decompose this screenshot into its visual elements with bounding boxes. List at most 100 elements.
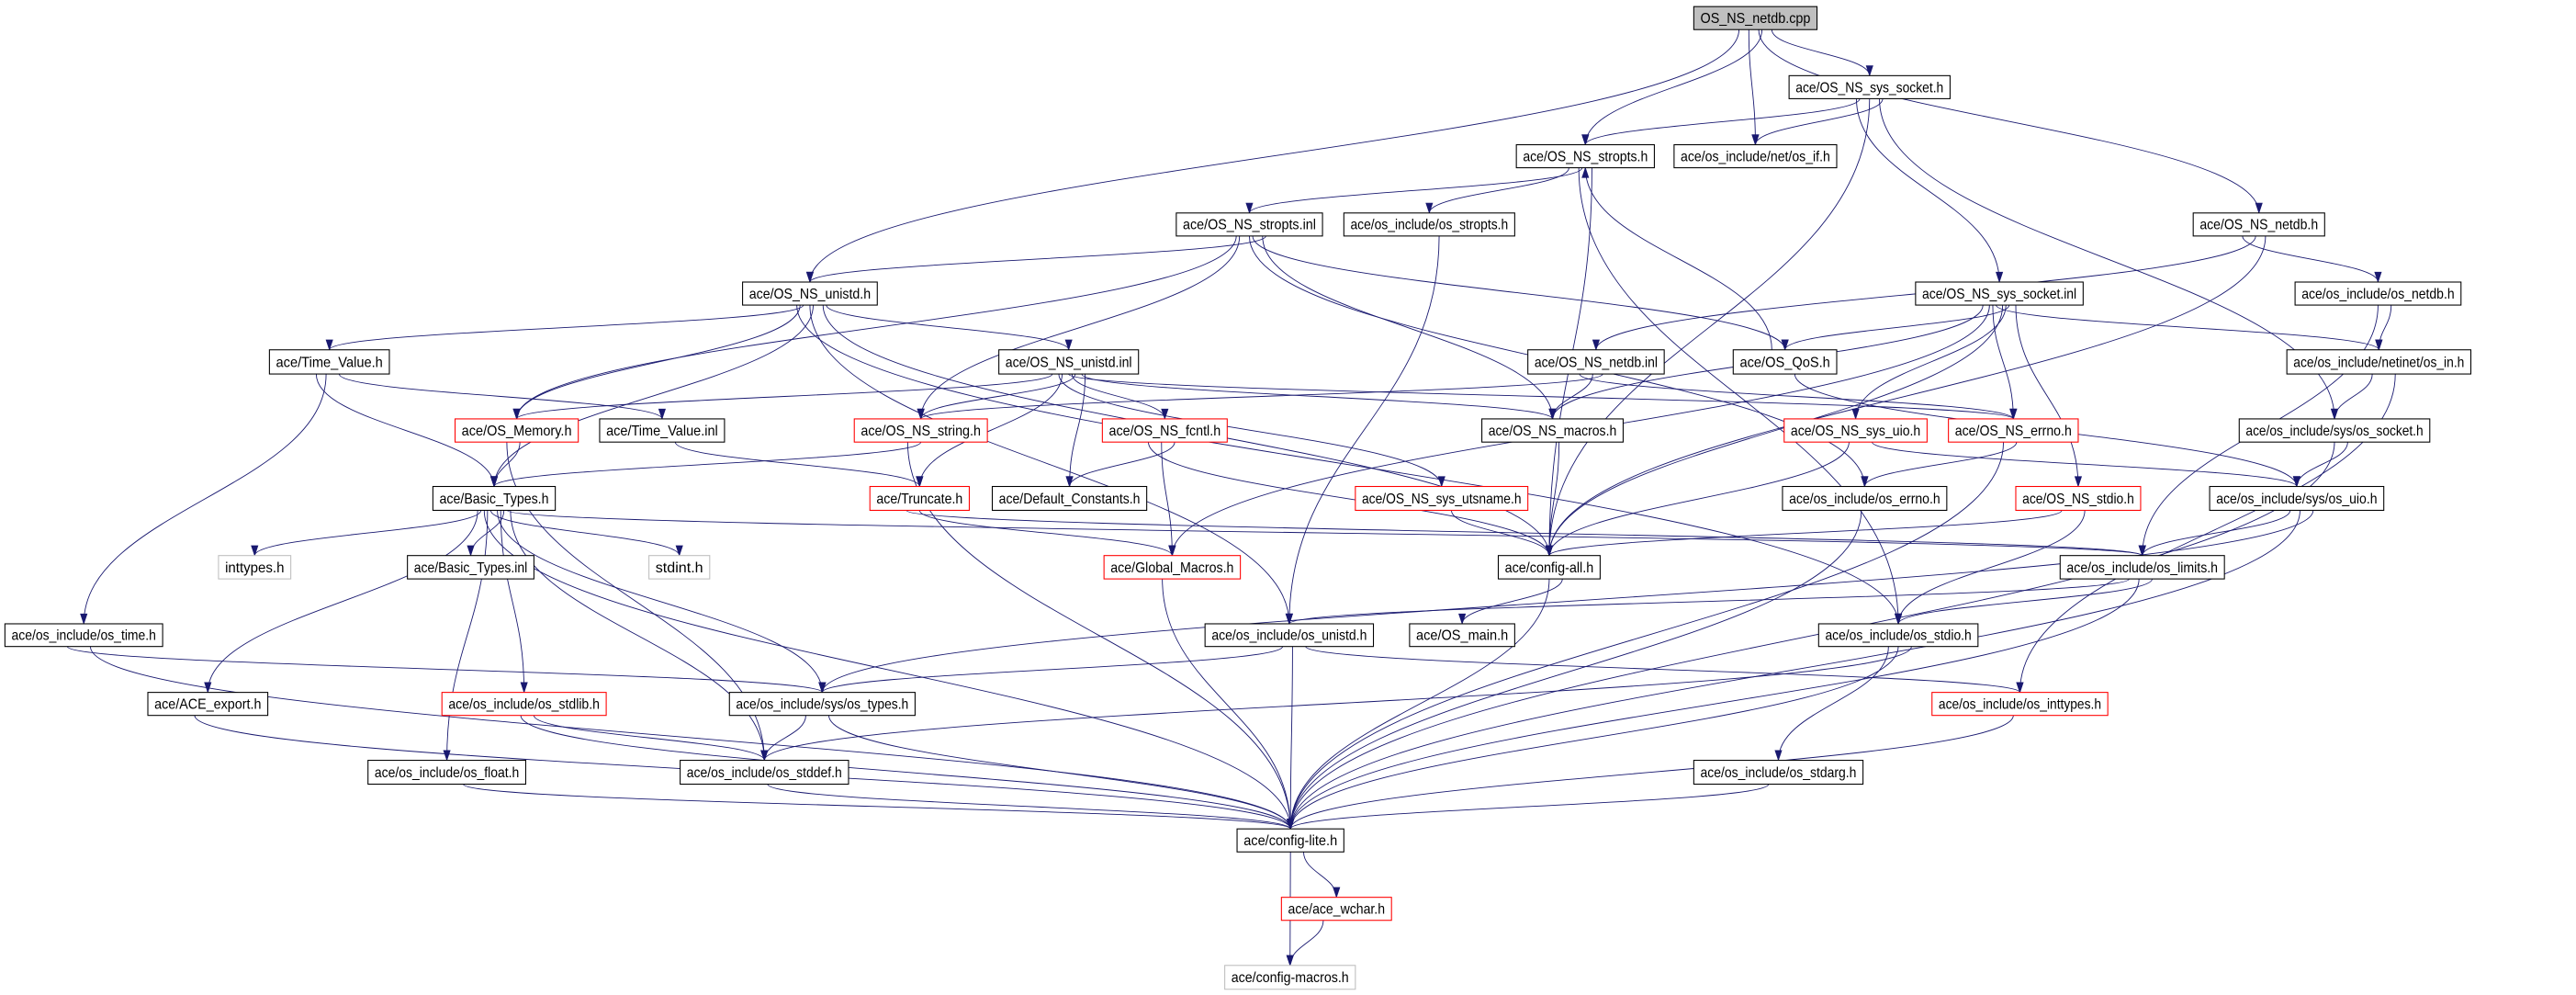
arrowhead-icon: [1592, 339, 1600, 351]
node-label: OS_NS_netdb.cpp: [1701, 11, 1811, 27]
node-label: ace/Truncate.h: [876, 492, 962, 507]
edge-os_time_h-to-config_lite_h: [89, 646, 1291, 830]
node-os-stdarg-h[interactable]: ace/os_include/os_stdarg.h: [1693, 760, 1864, 786]
node-box: [1176, 212, 1323, 237]
node-os-float-h[interactable]: ace/os_include/os_float.h: [367, 760, 526, 786]
node-label: ace/OS_main.h: [1416, 628, 1508, 644]
node-default-constants-h[interactable]: ace/Default_Constants.h: [991, 485, 1148, 511]
node-box: [680, 760, 849, 786]
node-os-stdio-h[interactable]: ace/os_include/os_stdio.h: [1817, 623, 1979, 648]
node-unistd-h[interactable]: ace/OS_NS_unistd.h: [742, 281, 878, 306]
node-label: ace/OS_NS_unistd.h: [749, 287, 871, 302]
node-box: [2192, 212, 2325, 237]
edge-os_stdlib_h-to-os_stddef_h: [533, 715, 765, 761]
node-os-limits-h[interactable]: ace/os_include/os_limits.h: [2059, 555, 2225, 580]
node-label: inttypes.h: [225, 560, 284, 576]
node-inttypes-h[interactable]: inttypes.h: [218, 555, 292, 580]
edge-os_ns_stdio_h-to-os_stdio_h: [1897, 510, 2086, 624]
node-stropts-inl[interactable]: ace/OS_NS_stropts.inl: [1176, 212, 1323, 237]
node-os-netdb-h[interactable]: ace/os_include/os_netdb.h: [2294, 281, 2462, 306]
node-basic-types-inl[interactable]: ace/Basic_Types.inl: [407, 555, 534, 580]
node-os-memory-h[interactable]: ace/OS_Memory.h: [454, 418, 579, 443]
node-errno-h[interactable]: ace/OS_NS_errno.h: [1948, 418, 2079, 443]
node-box: [1817, 623, 1979, 648]
node-unistd-inl[interactable]: ace/OS_NS_unistd.inl: [998, 349, 1140, 375]
edge-basic_types_h-to-ace_export_h: [207, 510, 478, 693]
node-label: stdint.h: [656, 560, 703, 576]
edge-sys_utsname_h-to-config_all_h: [1451, 510, 1550, 556]
edge-os_limits_h-to-os_stdio_h: [1897, 578, 2153, 625]
node-box: [1343, 212, 1515, 237]
node-box: [367, 760, 526, 786]
node-box: [454, 418, 579, 443]
edge-sys_socket_h-to-sys_socket_inl: [1856, 98, 2000, 282]
node-label: ace/os_include/sys/os_uio.h: [2216, 492, 2377, 507]
node-box: [218, 555, 292, 580]
node-os-time-h[interactable]: ace/os_include/os_time.h: [4, 623, 163, 648]
edge-errno_h-to-os_errno_h: [1863, 442, 2018, 487]
node-os-unistd-h[interactable]: ace/os_include/os_unistd.h: [1204, 623, 1375, 648]
node-os-ns-string-h[interactable]: ace/OS_NS_string.h: [853, 418, 988, 443]
node-box: [853, 418, 988, 443]
edge-unistd_h-to-time_value_h: [329, 304, 804, 351]
node-sys-socket-inl[interactable]: ace/OS_NS_sys_socket.inl: [1915, 281, 2084, 306]
node-global-macros-h[interactable]: ace/Global_Macros.h: [1103, 555, 1242, 580]
node-sys-os-uio-h[interactable]: ace/os_include/sys/os_uio.h: [2209, 485, 2385, 511]
arrowhead-icon: [1287, 819, 1295, 831]
arrowhead-icon: [1865, 65, 1873, 77]
arrowhead-icon: [2255, 202, 2263, 214]
node-sys-utsname-h[interactable]: ace/OS_NS_sys_utsname.h: [1355, 485, 1529, 511]
node-os-stddef-h[interactable]: ace/os_include/os_stddef.h: [680, 760, 849, 786]
node-label: ace/config-macros.h: [1232, 970, 1349, 986]
node-box: [998, 349, 1140, 375]
node-label: ace/config-all.h: [1505, 560, 1594, 576]
node-os-main-h[interactable]: ace/OS_main.h: [1409, 623, 1515, 648]
node-os-stropts-h[interactable]: ace/os_include/os_stropts.h: [1343, 212, 1515, 237]
arrowhead-icon: [1581, 134, 1590, 146]
node-label: ace/OS_NS_macros.h: [1489, 424, 1617, 439]
node-os-ns-stdio-h[interactable]: ace/OS_NS_stdio.h: [2015, 485, 2142, 511]
node-ace-wchar-h[interactable]: ace/ace_wchar.h: [1280, 897, 1392, 922]
node-os-if-h[interactable]: ace/os_include/net/os_if.h: [1673, 143, 1838, 169]
node-sys-socket-h[interactable]: ace/OS_NS_sys_socket.h: [1788, 74, 1951, 99]
arrowhead-icon: [2375, 339, 2383, 351]
node-config-all-h[interactable]: ace/config-all.h: [1497, 555, 1601, 580]
node-os-errno-h[interactable]: ace/os_include/os_errno.h: [1782, 485, 1948, 511]
node-box: [599, 418, 726, 443]
node-sys-os-socket-h[interactable]: ace/os_include/sys/os_socket.h: [2238, 418, 2431, 443]
node-stropts-h[interactable]: ace/OS_NS_stropts.h: [1515, 143, 1655, 169]
edge-truncate_h-to-global_macros_h: [918, 510, 1173, 556]
node-netdb-h[interactable]: ace/OS_NS_netdb.h: [2192, 212, 2325, 237]
node-time-value-h[interactable]: ace/Time_Value.h: [268, 349, 390, 375]
node-label: ace/OS_NS_stropts.inl: [1183, 218, 1316, 233]
node-qos-h[interactable]: ace/OS_QoS.h: [1732, 349, 1838, 375]
node-netdb-inl[interactable]: ace/OS_NS_netdb.inl: [1527, 349, 1665, 375]
node-os-ns-fcntl-h[interactable]: ace/OS_NS_fcntl.h: [1101, 418, 1228, 443]
node-time-value-inl[interactable]: ace/Time_Value.inl: [599, 418, 726, 443]
node-box: [268, 349, 390, 375]
node-label: ace/Basic_Types.inl: [414, 560, 527, 576]
node-stdint-h[interactable]: stdint.h: [648, 555, 711, 580]
node-sys-uio-h[interactable]: ace/OS_NS_sys_uio.h: [1783, 418, 1928, 443]
node-os-stdlib-h[interactable]: ace/os_include/os_stdlib.h: [441, 692, 607, 717]
node-os-ns-macros-h[interactable]: ace/OS_NS_macros.h: [1481, 418, 1624, 443]
node-ace-export-h[interactable]: ace/ACE_export.h: [147, 692, 269, 717]
edge-stropts_inl-to-os_memory_h: [516, 235, 1237, 419]
node-basic-types-h[interactable]: ace/Basic_Types.h: [432, 485, 557, 511]
node-config-lite-h[interactable]: ace/config-lite.h: [1236, 828, 1344, 853]
edge-truncate_h-to-os_limits_h: [906, 510, 2143, 557]
edge-sys_socket_h-to-stropts_h: [1584, 98, 1861, 145]
node-truncate-h[interactable]: ace/Truncate.h: [869, 485, 970, 511]
arrowhead-icon: [325, 339, 333, 351]
edge-root-to-stropts_h: [1584, 29, 1763, 145]
node-os-inttypes-h[interactable]: ace/os_include/os_inttypes.h: [1931, 692, 2109, 717]
node-sys-os-types-h[interactable]: ace/os_include/sys/os_types.h: [728, 692, 916, 717]
node-config-macros-h[interactable]: ace/config-macros.h: [1224, 965, 1356, 990]
edge-sys_socket_h-to-sys_os_socket_h: [1879, 98, 2335, 419]
edge-basic_types_h-to-os_limits_h: [506, 510, 2143, 557]
edge-sys_os_uio_h-to-config_lite_h: [1289, 510, 2300, 830]
node-label: ace/os_include/os_time.h: [12, 628, 156, 644]
arrowhead-icon: [1458, 613, 1467, 626]
node-root[interactable]: OS_NS_netdb.cpp: [1693, 6, 1818, 30]
node-os-in-h[interactable]: ace/os_include/netinet/os_in.h: [2286, 349, 2472, 375]
